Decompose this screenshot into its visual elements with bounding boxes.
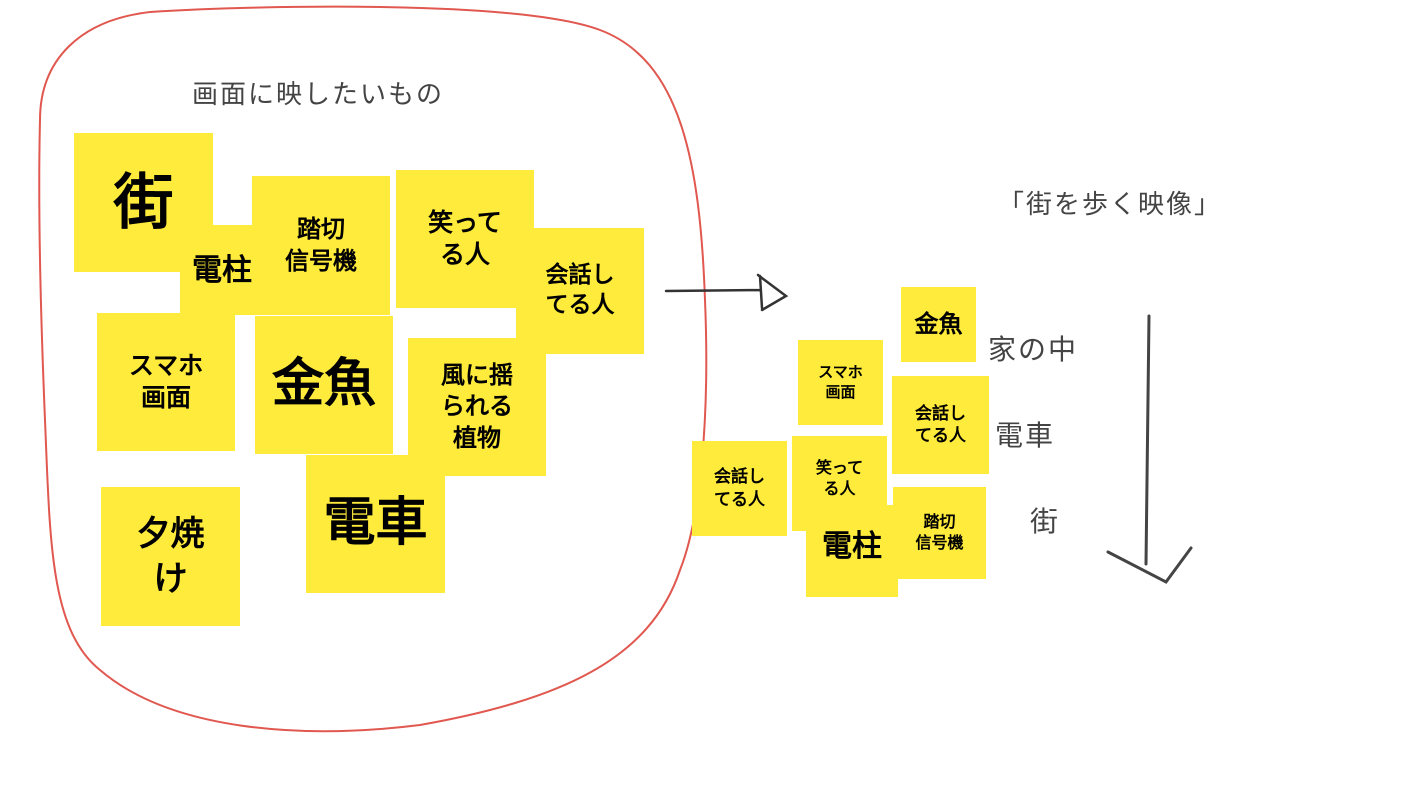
sticky-note[interactable]: 会話し てる人 [516, 228, 644, 354]
sticky-note[interactable]: 笑って る人 [396, 170, 534, 308]
sticky-note[interactable]: スマホ 画面 [798, 340, 883, 425]
sticky-note[interactable]: スマホ 画面 [97, 313, 235, 451]
category-label: 家の中 [988, 333, 1079, 366]
sticky-note[interactable]: 夕焼 け [101, 487, 240, 626]
sticky-note[interactable]: 金魚 [901, 287, 976, 362]
group-outline [38, 5, 708, 733]
right-arrow-icon [664, 273, 789, 312]
sticky-note[interactable]: 踏切 信号機 [893, 487, 986, 579]
down-arrow-icon [1106, 314, 1193, 584]
sticky-note[interactable]: 踏切 信号機 [252, 176, 390, 315]
right-group-title: 「街を歩く映像」 [998, 190, 1223, 220]
sticky-note[interactable]: 風に揺 られる 植物 [408, 338, 546, 476]
sticky-note[interactable]: 会話し てる人 [892, 376, 989, 474]
category-label: 電車 [995, 419, 1056, 452]
sticky-note[interactable]: 会話し てる人 [692, 441, 787, 536]
sticky-note[interactable]: 電柱 [806, 505, 898, 597]
category-label: 街 [1030, 505, 1061, 538]
sticky-note[interactable]: 電柱 [180, 225, 264, 315]
sticky-note[interactable]: 電車 [306, 455, 445, 593]
left-group-title: 画面に映したいもの [192, 80, 445, 110]
sticky-note[interactable]: 金魚 [255, 316, 393, 454]
